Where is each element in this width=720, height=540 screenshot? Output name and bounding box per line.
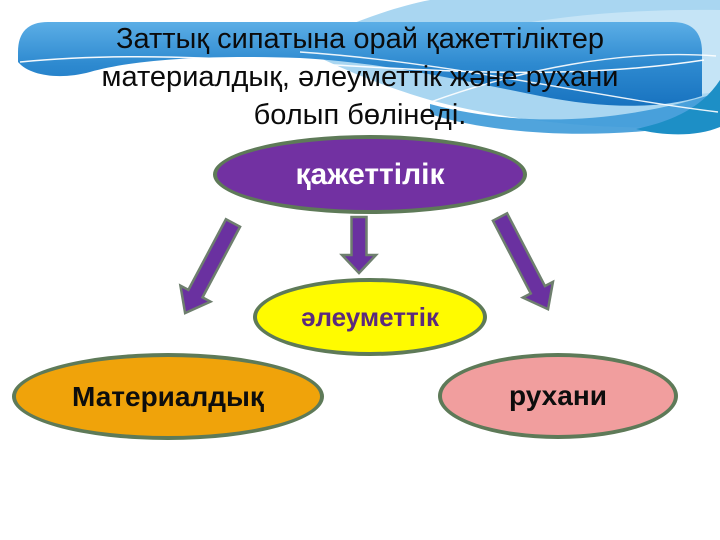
arrow-down-right-icon xyxy=(491,211,555,312)
banner-shape xyxy=(18,22,702,106)
arrow-down-icon xyxy=(339,215,379,275)
diagram-node-material: Материалдық xyxy=(12,353,324,440)
wave-line-1 xyxy=(19,55,705,74)
arrow-down-left-icon xyxy=(178,217,242,315)
diagram-node-social-label: әлеуметтік xyxy=(301,301,439,332)
diagram-node-spiritual: рухани xyxy=(438,353,678,439)
slide-title-line-2: материалдық, әлеуметтік және рухани xyxy=(101,61,619,93)
wave-medium-shape xyxy=(430,92,720,134)
slide-title-line-3: болып бөлінеді. xyxy=(253,99,467,131)
slide-title-line-1: Заттық сипатына орай қажеттіліктер xyxy=(115,23,604,55)
slide-title: Заттық сипатына орай қажеттіліктер матер… xyxy=(0,20,720,134)
wave-line-2 xyxy=(299,51,719,113)
diagram-node-root-label: қажеттілік xyxy=(295,157,445,191)
diagram-node-material-label: Материалдық xyxy=(72,380,264,412)
diagram-node-spiritual-label: рухани xyxy=(509,380,607,411)
wave-teal-shape xyxy=(636,80,720,135)
diagram-node-root: қажеттілік xyxy=(213,135,527,214)
diagram-node-social: әлеуметтік xyxy=(253,278,487,356)
wave-line-3 xyxy=(379,53,717,123)
